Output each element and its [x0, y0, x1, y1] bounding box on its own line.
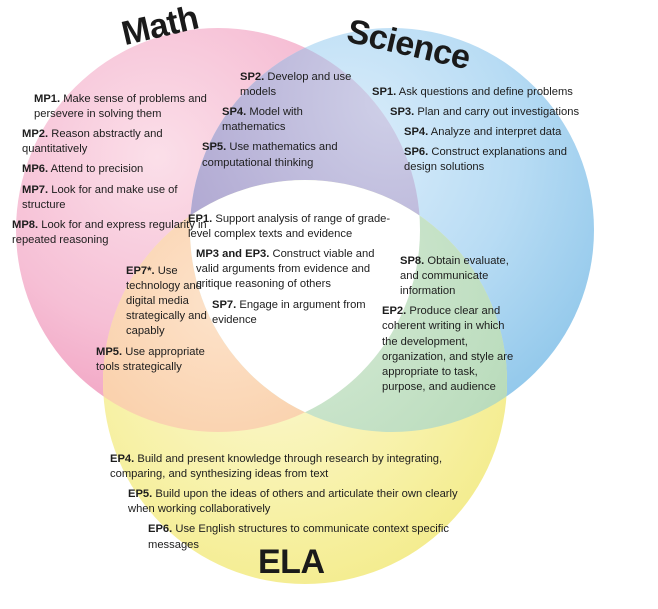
venn-circles-graphic	[16, 28, 594, 584]
venn-diagram: Math Science ELA MP1. Make sense of prob…	[12, 0, 594, 584]
